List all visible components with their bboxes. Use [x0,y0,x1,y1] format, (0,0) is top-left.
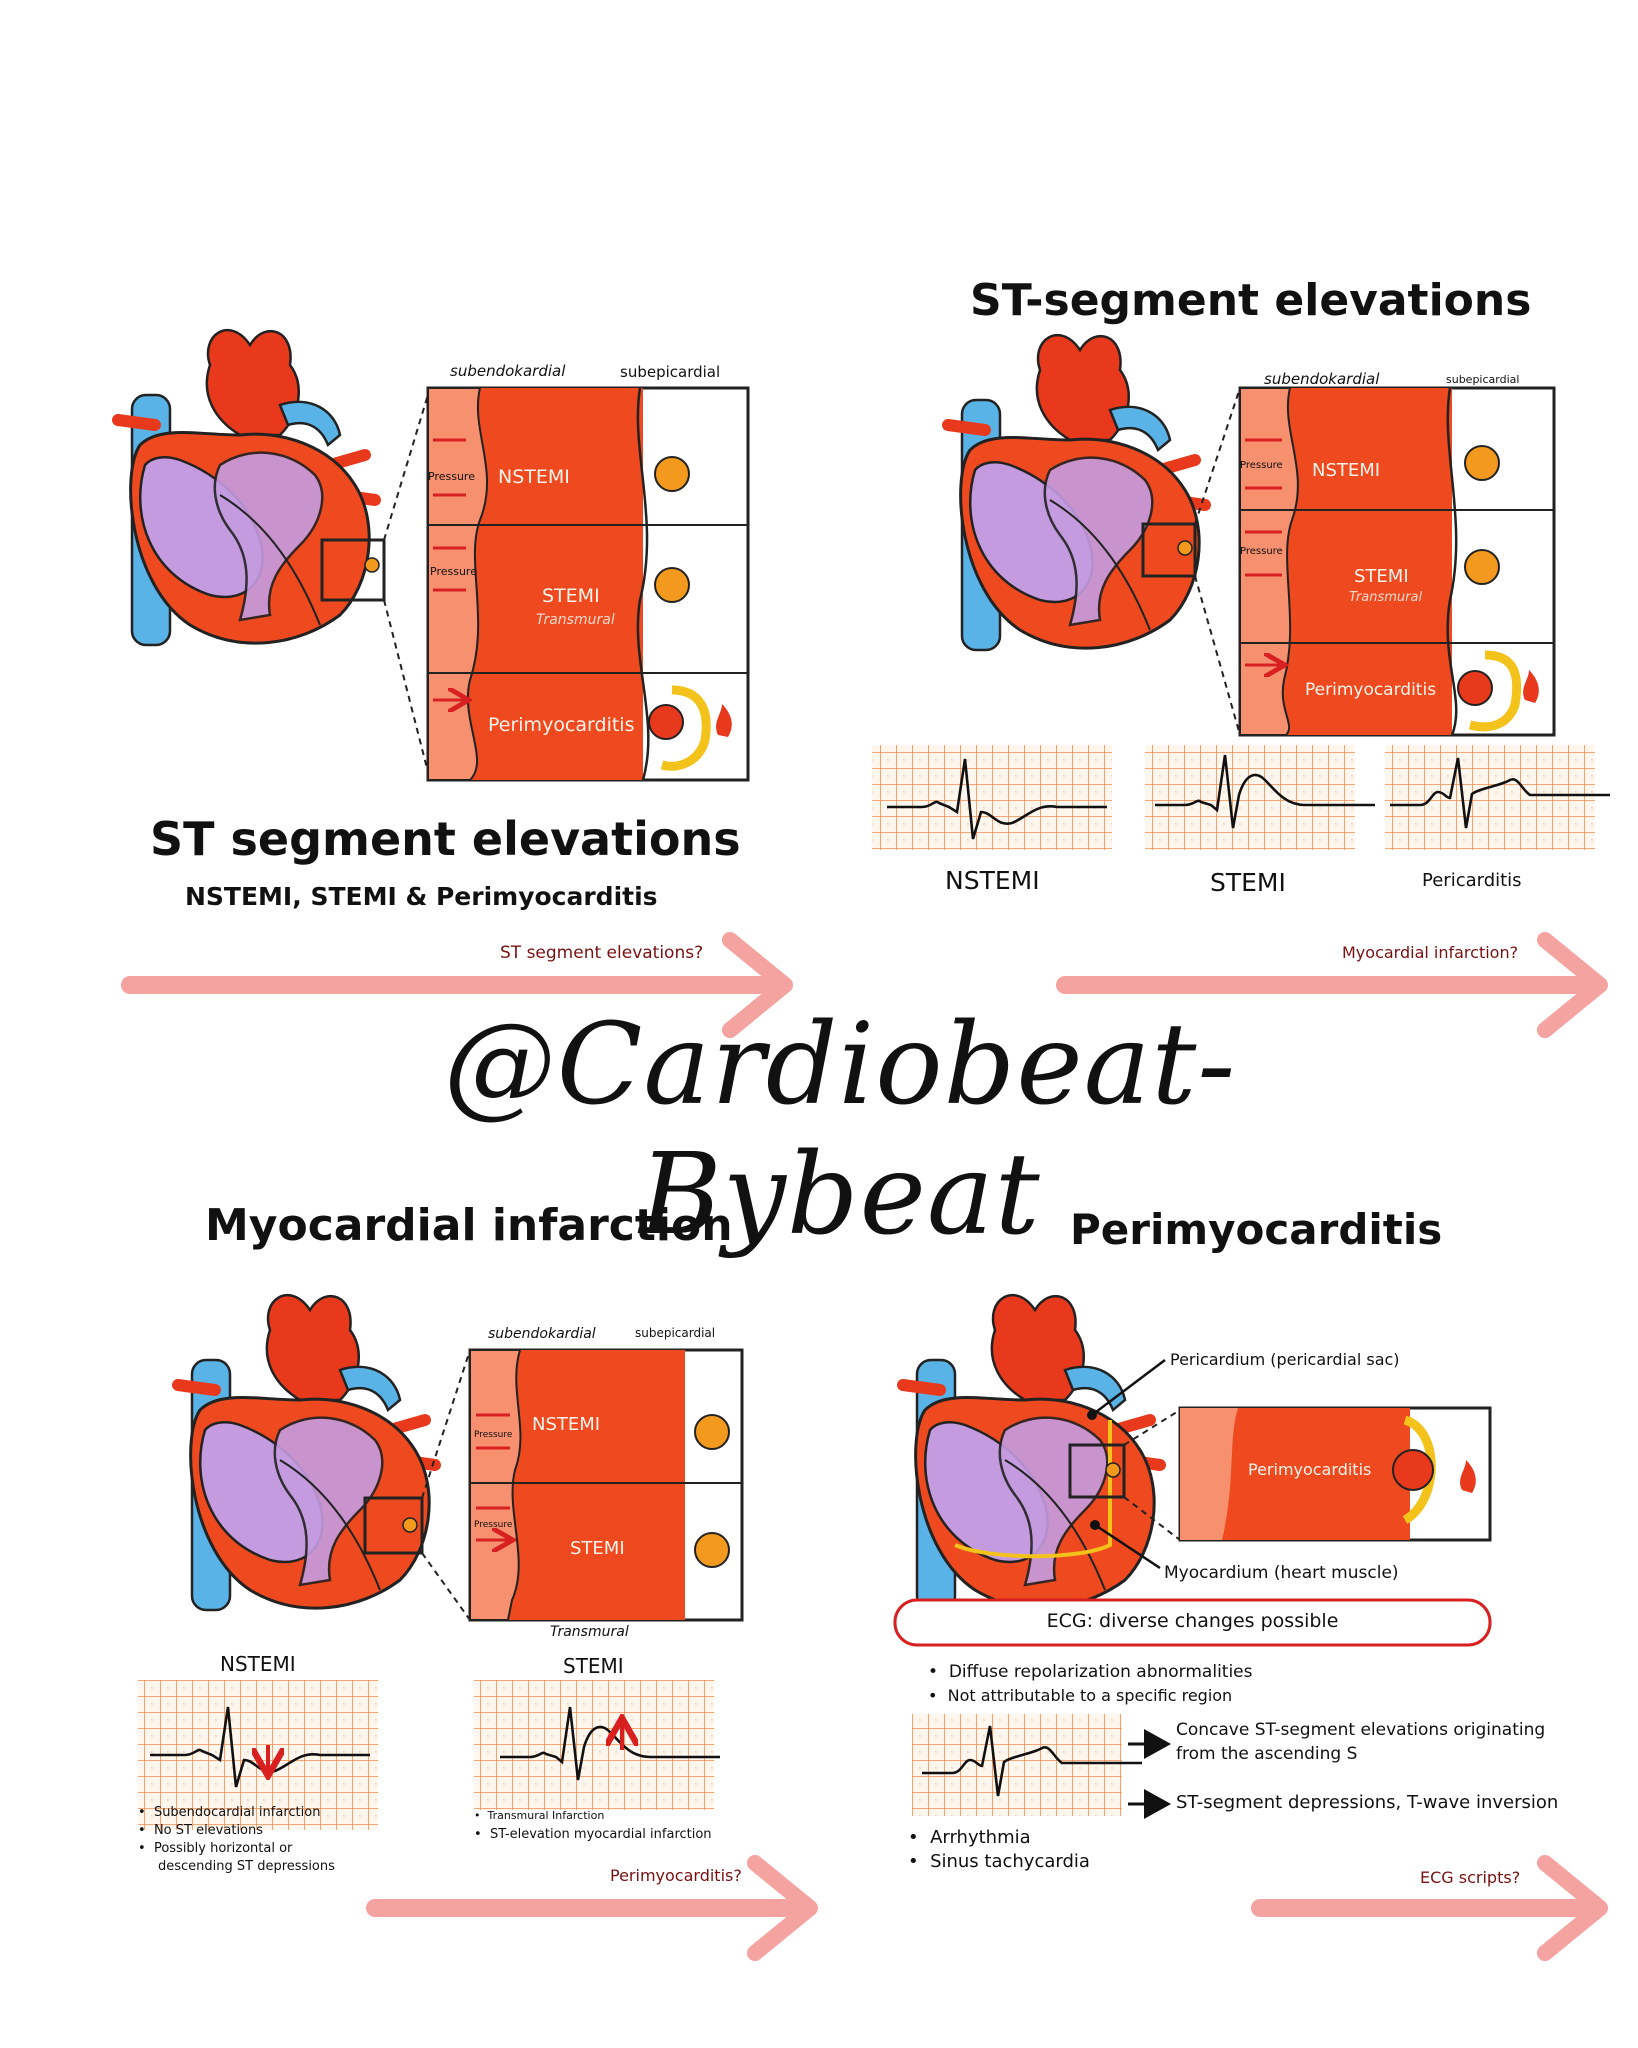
label-pressure-bl-1: Pressure [474,1430,513,1440]
label-stemi-tl: STEMI [542,585,600,607]
cross-section-tl [426,386,750,782]
ecg-strip-stemi-bl [474,1680,722,1810]
list-item: • Subendocardial infarction [138,1805,321,1820]
ecg-caption-nstemi-tr: NSTEMI [945,866,1040,895]
panel-top-right [872,335,1612,850]
label-nstemi-bl: NSTEMI [532,1414,601,1435]
cross-section-br [1178,1406,1492,1542]
list-item: • ST-elevation myocardial infarction [474,1827,712,1842]
list-item: • Possibly horizontal or [138,1841,293,1856]
label-subendo-tr: subendokardial [1264,370,1380,388]
arrow2-text: ST-segment depressions, T-wave inversion [1176,1792,1559,1813]
ecg-changes-box [893,1598,1492,1647]
label-subepi-bl: subepicardial [635,1326,716,1340]
nav-label-br[interactable]: ECG scripts? [1420,1868,1521,1887]
pericardium-label: Pericardium (pericardial sac) [1170,1350,1400,1369]
label-subepi-tr: subepicardial [1446,373,1520,386]
label-subendo-bl: subendokardial [488,1326,596,1342]
list-item: • Sinus tachycardia [908,1851,1090,1872]
nav-label-tl[interactable]: ST segment elevations? [500,943,704,963]
list-item: • No ST elevations [138,1823,264,1838]
heart-illustration-2 [948,335,1205,650]
label-transmural-bl: Transmural [550,1624,629,1640]
arrow1-line1: Concave ST-segment elevations originatin… [1176,1720,1546,1740]
nav-arrow-bl[interactable] [366,1855,818,1961]
cross-section-tr [1238,386,1556,737]
list-item: descending ST depressions [158,1859,335,1874]
title-bl: Myocardial infarction [205,1200,733,1251]
arrow1-line2: from the ascending S [1176,1744,1358,1764]
heart-illustration-4 [903,1295,1160,1610]
nav-arrow-tr[interactable] [1056,932,1608,1038]
label-stemi-tr: STEMI [1354,566,1409,587]
title-tr: ST-segment elevations [970,275,1532,326]
bullets2-br: • Arrhythmia • Sinus tachycardia [908,1826,1090,1874]
bullets-br: • Diffuse repolarization abnormalities •… [928,1660,1253,1708]
ecg-strip-br [912,1714,1144,1816]
label-pressure-tl-2: Pressure [430,565,477,578]
label-pressure-tr-2: Pressure [1240,546,1283,557]
subtitle-tl: NSTEMI, STEMI & Perimyocarditis [185,882,658,911]
myocardium-label: Myocardium (heart muscle) [1164,1563,1399,1583]
nstemi-bullets-bl: • Subendocardial infarction • No ST elev… [138,1804,335,1876]
label-transmural-tr: Transmural [1349,590,1423,605]
label-subendo-tl: subendokardial [450,362,566,380]
stemi-bullets-bl: • Transmural Infarction • ST-elevation m… [474,1806,712,1844]
list-item: • Transmural Infarction [474,1809,605,1822]
label-pressure-bl-2: Pressure [474,1520,513,1530]
label-stemi-bl: STEMI [570,1538,625,1559]
panel-bottom-right [893,1295,1492,1819]
ecg-strip-pericarditis-tr [1385,745,1612,850]
heart-illustration-3 [178,1295,435,1610]
panel-top-left [118,330,750,782]
ecg-strip-stemi-tr [1145,745,1377,850]
nav-label-bl[interactable]: Perimyocarditis? [610,1866,742,1885]
cross-section-bl [468,1348,744,1622]
list-item: • Diffuse repolarization abnormalities [928,1662,1253,1682]
label-subepi-tl: subepicardial [620,363,721,381]
ecg-caption-pericarditis-tr: Pericarditis [1422,870,1522,891]
watermark-handle: @Cardiobeat-Bybeat [443,1000,1237,1260]
heart-illustration [118,330,375,645]
ecg-caption-stemi-bl: STEMI [563,1654,624,1678]
list-item: • Not attributable to a specific region [928,1686,1233,1705]
title-tl: ST segment elevations [150,812,741,866]
label-pressure-tl-1: Pressure [428,470,475,483]
ecg-strip-nstemi-tr [872,745,1112,850]
label-perimyo-tr: Perimyocarditis [1305,680,1437,700]
label-perimyo-br: Perimyocarditis [1248,1460,1372,1479]
label-perimyo-tl: Perimyocarditis [488,714,635,736]
label-nstemi-tr: NSTEMI [1312,460,1381,481]
nav-arrow-br[interactable] [1251,1855,1608,1961]
arrow1-text: Concave ST-segment elevations originatin… [1176,1718,1545,1766]
zoom-box [320,538,386,602]
list-item: • Arrhythmia [908,1827,1031,1848]
label-transmural-tl: Transmural [536,612,615,628]
nav-label-tr[interactable]: Myocardial infarction? [1342,943,1519,962]
label-nstemi-tl: NSTEMI [498,466,570,488]
ecg-changes-text: ECG: diverse changes possible [1046,1610,1339,1632]
panel-bottom-left [138,1295,744,1830]
nav-arrow-tl[interactable] [121,932,793,1038]
ecg-caption-nstemi-bl: NSTEMI [220,1652,296,1676]
ecg-caption-stemi-tr: STEMI [1210,868,1286,897]
label-pressure-tr-1: Pressure [1240,460,1283,471]
title-br: Perimyocarditis [1070,1205,1443,1254]
ecg-strip-nstemi-bl [138,1680,378,1830]
